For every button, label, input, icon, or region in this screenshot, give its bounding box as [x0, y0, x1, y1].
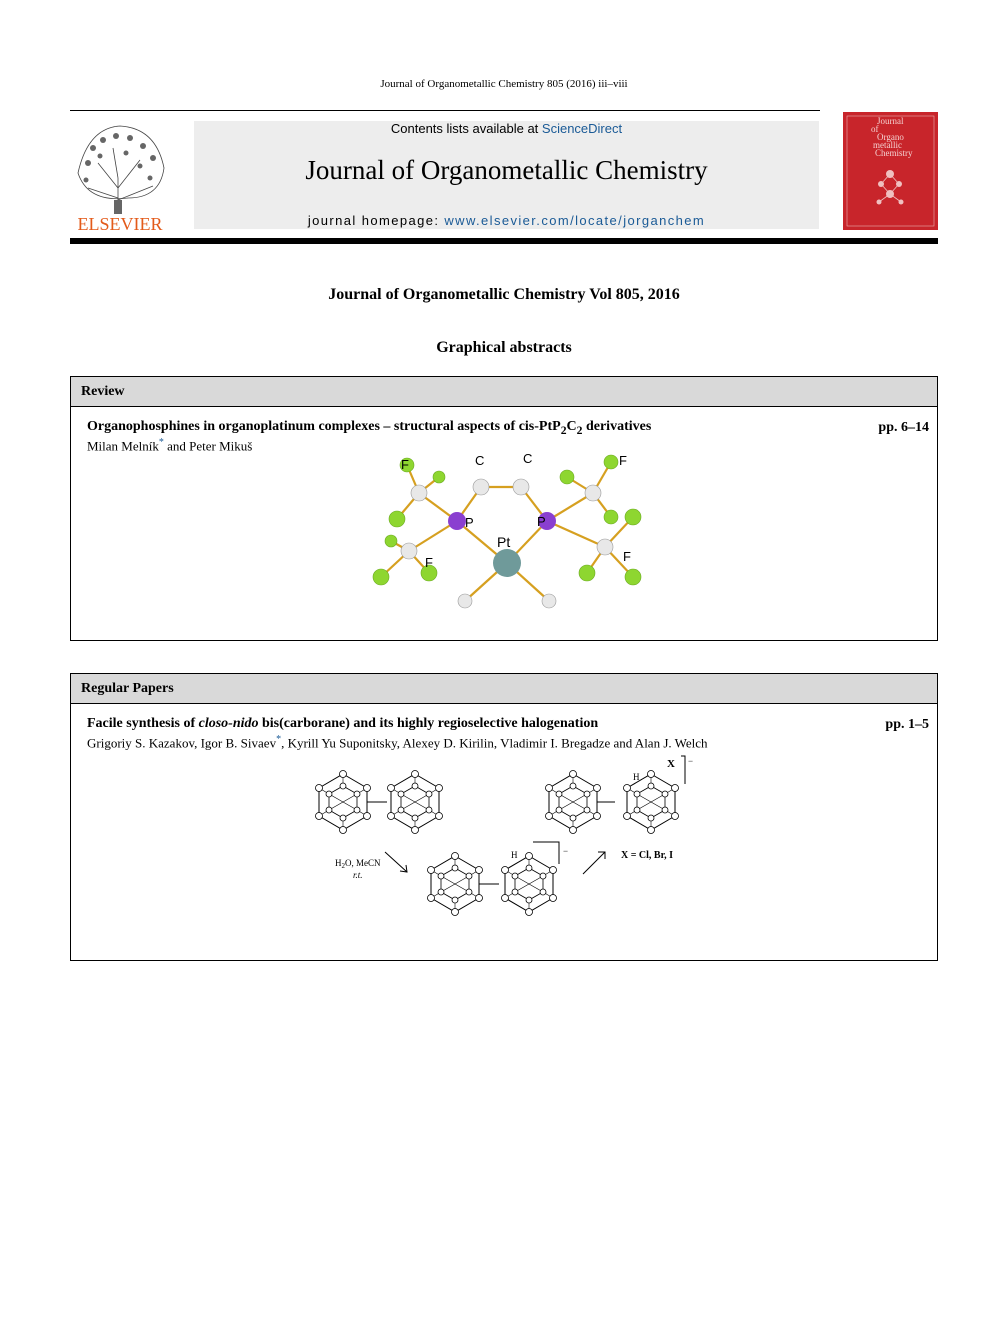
- cover-line-1: Journal: [877, 116, 904, 126]
- regular-article-authors: Grigoriy S. Kazakov, Igor B. Sivaev*, Ky…: [87, 734, 708, 751]
- review-article-pages: pp. 6–14: [878, 420, 929, 435]
- corresponding-author-star[interactable]: *: [276, 734, 282, 745]
- homepage-prefix: journal homepage:: [307, 213, 445, 228]
- regular-article-pages: pp. 1–5: [885, 717, 929, 732]
- journal-citation: Journal of Organometallic Chemistry 805 …: [380, 78, 628, 90]
- elsevier-wordmark: ELSEVIER: [78, 214, 163, 234]
- halogen-label: X = Cl, Br, I: [621, 850, 673, 861]
- charge-intermediate: −: [563, 846, 568, 856]
- charge-product: −: [688, 756, 693, 766]
- label-c2: C: [523, 451, 532, 466]
- regular-article-title[interactable]: Facile synthesis of closo-nido bis(carbo…: [87, 716, 599, 731]
- journal-cover-thumbnail: Journal of Organo metallic Chemistry: [843, 112, 938, 230]
- contents-prefix: Contents lists available at: [390, 121, 542, 136]
- volume-title: Journal of Organometallic Chemistry Vol …: [328, 286, 680, 303]
- reagent-label: H2O, MeCN: [335, 858, 381, 870]
- label-h-intermediate: H: [511, 850, 518, 860]
- review-box-heading: Review: [71, 377, 937, 407]
- regular-papers-heading: Regular Papers: [71, 674, 937, 704]
- homepage-link[interactable]: www.elsevier.com/locate/jorganchem: [444, 213, 706, 228]
- review-box: Review Organophosphines in organoplatinu…: [70, 376, 938, 641]
- review-article-authors: Milan Melník* and Peter Mikuš: [87, 437, 253, 454]
- label-x: X: [667, 758, 675, 770]
- cover-line-3: Organo: [877, 132, 904, 142]
- label-pt: Pt: [497, 534, 510, 550]
- header-top-rule: [70, 110, 820, 111]
- label-f4: F: [623, 549, 631, 564]
- label-h-product: H: [633, 772, 640, 782]
- label-p1: P: [465, 515, 474, 530]
- label-f1: F: [401, 457, 409, 472]
- label-f2: F: [425, 555, 433, 570]
- corresponding-author-star[interactable]: *: [158, 437, 164, 448]
- cover-line-5: Chemistry: [875, 148, 913, 158]
- platinum-complex-figure: C C P P Pt F F F F: [372, 451, 642, 609]
- cover-line-4: metallic: [873, 140, 902, 150]
- regular-papers-box: Regular Papers Facile synthesis of closo…: [70, 673, 938, 961]
- homepage-line: journal homepage: www.elsevier.com/locat…: [194, 213, 819, 228]
- section-title: Graphical abstracts: [436, 339, 572, 356]
- journal-title: Journal of Organometallic Chemistry: [305, 155, 708, 185]
- label-f3: F: [619, 453, 627, 468]
- cover-line-2: of: [871, 124, 879, 134]
- elsevier-tree-logo: ELSEVIER: [78, 125, 165, 234]
- label-c1: C: [475, 453, 484, 468]
- header-banner: [194, 121, 819, 229]
- label-p2: P: [537, 514, 546, 529]
- condition-label: r.t.: [353, 870, 363, 880]
- carborane-reaction-scheme: H X − H − H2O, MeCN r.t. X = Cl, Br, I: [315, 755, 693, 916]
- review-article-title[interactable]: Organophosphines in organoplatinum compl…: [87, 419, 652, 437]
- contents-line: Contents lists available at ScienceDirec…: [194, 121, 819, 136]
- header-bottom-rule: [70, 238, 938, 244]
- sciencedirect-link[interactable]: ScienceDirect: [541, 121, 623, 136]
